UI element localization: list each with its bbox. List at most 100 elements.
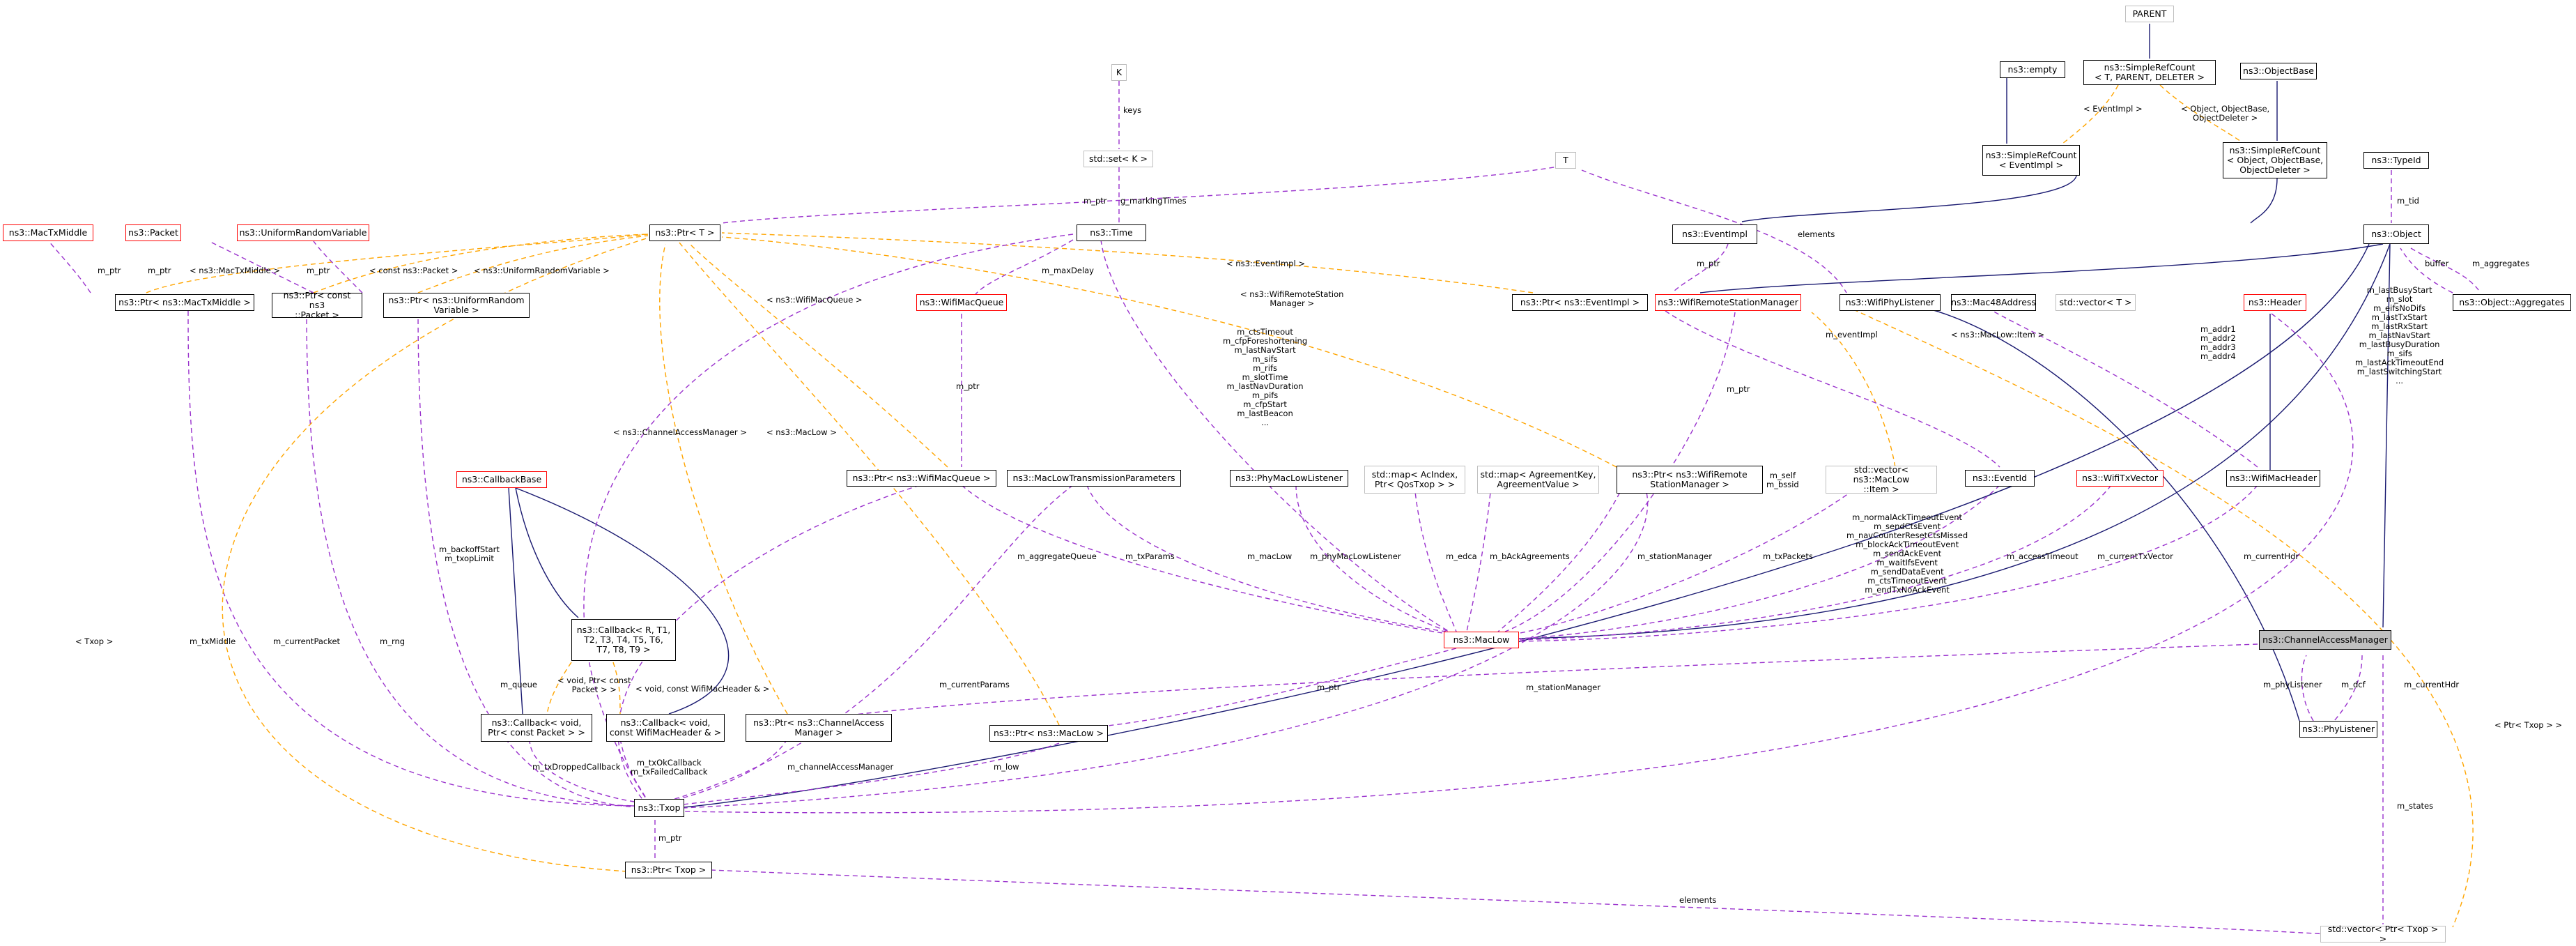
node-map-agreementkey[interactable]: std::map< AgreementKey, AgreementValue > [1477, 466, 1599, 494]
label-cam-time-members: m_lastBusyStart m_slot m_eifsNoDifs m_la… [2355, 285, 2444, 386]
node-eventid[interactable]: ns3::EventId [1965, 470, 2035, 487]
label-m-tid: m_tid [2397, 196, 2419, 206]
edge-ptr-txop-to-ptr-t [222, 236, 651, 872]
node-wifimacqueue[interactable]: ns3::WifiMacQueue [916, 294, 1007, 311]
edge-ptr-mactxmiddle-to-ptr-t [146, 234, 649, 293]
node-ptr-packet[interactable]: ns3::Ptr< const ns3 ::Packet > [272, 291, 362, 320]
edge-packet-to-ptr [208, 241, 314, 293]
edge-simpleref-object-to-object [2250, 178, 2278, 224]
node-header[interactable]: ns3::Header [2244, 294, 2306, 311]
label-addr-members: m_addr1 m_addr2 m_addr3 m_addr4 [2200, 324, 2236, 361]
edge-t-to-ptr-t [721, 165, 1563, 224]
node-k[interactable]: K [1111, 64, 1127, 81]
node-callback-void-header[interactable]: ns3::Callback< void, const WifiMacHeader… [606, 714, 725, 742]
node-mactxmiddle[interactable]: ns3::MacTxMiddle [3, 224, 93, 241]
label-g-markingtimes: g_markingTimes [1120, 196, 1187, 206]
edge-stdvector-item-to-maclow [1511, 485, 1861, 635]
node-ptr-maclow[interactable]: ns3::Ptr< ns3::MacLow > [989, 725, 1108, 742]
edge-eventimpl-to-ptr-eventimpl [1672, 243, 1729, 293]
node-object-aggregates[interactable]: ns3::Object::Aggregates [2453, 294, 2571, 311]
node-parent[interactable]: PARENT [2125, 6, 2174, 22]
label-cb-packet-template: < void, Ptr< const Packet > > [557, 676, 631, 694]
node-simplerefcount-eventimpl[interactable]: ns3::SimpleRefCount < EventImpl > [1982, 145, 2080, 176]
node-empty[interactable]: ns3::empty [2000, 61, 2065, 78]
node-object[interactable]: ns3::Object [2363, 224, 2429, 244]
edge-wifimacheader-to-maclow [1518, 485, 2258, 642]
edge-stdvector-t-to-stdvector-ptrtxop [1853, 309, 2474, 928]
edge-ptr-packet-to-ptr-t [313, 234, 649, 293]
label-txop-template: < Txop > [75, 636, 114, 646]
node-simplerefcount[interactable]: ns3::SimpleRefCount < T, PARENT, DELETER… [2083, 60, 2216, 85]
node-callbackbase[interactable]: ns3::CallbackBase [456, 471, 547, 488]
label-m-queue: m_queue [500, 680, 537, 689]
node-simplerefcount-object[interactable]: ns3::SimpleRefCount < Object, ObjectBase… [2223, 142, 2327, 178]
node-wifitxvector[interactable]: ns3::WifiTxVector [2076, 470, 2164, 487]
label-m-currentparams: m_currentParams [939, 680, 1010, 689]
edge-ptr-cam-to-txop [668, 738, 788, 802]
node-maclowtransmissionparameters[interactable]: ns3::MacLowTransmissionParameters [1007, 470, 1181, 487]
label-cam-template: < ns3::ChannelAccessManager > [613, 427, 747, 437]
node-ptr-txop[interactable]: ns3::Ptr< Txop > [625, 862, 712, 878]
node-wifimacheader[interactable]: ns3::WifiMacHeader [2226, 470, 2320, 487]
node-eventimpl[interactable]: ns3::EventImpl [1672, 224, 1757, 244]
label-m-low: m_low [994, 762, 1019, 772]
node-wifiphylistener[interactable]: ns3::WifiPhyListener [1840, 294, 1941, 311]
node-ptr-mactxmiddle[interactable]: ns3::Ptr< ns3::MacTxMiddle > [115, 294, 254, 311]
label-m-states: m_states [2397, 801, 2434, 811]
edge-cam-to-phylistener [2334, 655, 2363, 722]
node-ptr-eventimpl[interactable]: ns3::Ptr< ns3::EventImpl > [1512, 294, 1648, 311]
node-packet[interactable]: ns3::Packet [125, 224, 181, 241]
label-m-currenthdr-maclow: m_currentHdr [2244, 551, 2299, 561]
edge-callbackbase-to-callback-rt [515, 487, 579, 618]
node-typeid[interactable]: ns3::TypeId [2363, 152, 2429, 169]
node-txop[interactable]: ns3::Txop [634, 799, 684, 817]
node-ptr-wifiremotestationmanager[interactable]: ns3::Ptr< ns3::WifiRemote StationManager… [1617, 466, 1763, 494]
edge-cam-to-ptr-cam [835, 643, 2258, 717]
edge-ptr-cam-to-ptr-t [659, 243, 788, 715]
node-std-vector-ptr-txop[interactable]: std::vector< Ptr< Txop > > [2320, 924, 2446, 944]
label-rv-template: < ns3::UniformRandomVariable > [474, 266, 610, 275]
node-phymaclowlistener[interactable]: ns3::PhyMacLowListener [1230, 470, 1348, 487]
node-map-acindex[interactable]: std::map< AcIndex, Ptr< QosTxop > > [1364, 466, 1465, 494]
edge-wifiphylistener-to-phylistener [1895, 302, 2300, 722]
edge-t-to-stdvector-t [1581, 169, 1847, 293]
node-callback-void-packet[interactable]: ns3::Callback< void, Ptr< const Packet >… [481, 714, 592, 742]
node-ptr-wifimacqueue[interactable]: ns3::Ptr< ns3::WifiMacQueue > [847, 470, 996, 487]
label-cb-header-template: < void, const WifiMacHeader & > [635, 684, 770, 694]
label-m-txpackets: m_txPackets [1763, 551, 1813, 561]
edge-maclow-to-ptr-maclow [1100, 648, 1457, 727]
node-mac48address[interactable]: ns3::Mac48Address [1951, 294, 2036, 311]
node-std-vector-t[interactable]: std::vector< T > [2056, 294, 2136, 311]
node-std-vector-item[interactable]: std::vector< ns3::MacLow ::Item > [1826, 465, 1937, 494]
edge-wifimacheader-to-txop [682, 313, 2354, 814]
node-channelaccessmanager[interactable]: ns3::ChannelAccessManager [2259, 630, 2391, 650]
label-m-stationmanager-txop: m_stationManager [1526, 682, 1601, 692]
label-buffer: buffer [2425, 259, 2449, 268]
label-m-ptr-txop: m_ptr [658, 833, 682, 843]
label-m-ptr-packet: m_ptr [148, 266, 171, 275]
node-ptr-t[interactable]: ns3::Ptr< T > [649, 224, 720, 241]
label-m-currenthdr-txop: m_currentHdr [2404, 680, 2460, 689]
edge-ptr-wrsm-to-ptr-t [721, 236, 1617, 468]
edge-time-to-maclow [1100, 239, 1450, 632]
label-item-template: < ns3::MacLow::Item > [1951, 330, 2045, 340]
node-wifiremotestationmanager[interactable]: ns3::WifiRemoteStationManager [1655, 294, 1801, 311]
node-t[interactable]: T [1555, 152, 1576, 169]
edge-ptr-wmq-to-ptr-t [689, 243, 948, 468]
node-maclow[interactable]: ns3::MacLow [1444, 632, 1519, 648]
node-ptr-uniformrandomvariable[interactable]: ns3::Ptr< ns3::UniformRandom Variable > [383, 293, 530, 318]
edge-simpleref-to-simpleref-event [2062, 84, 2119, 144]
label-m-txdroppedcallback: m_txDroppedCallback [532, 762, 621, 772]
node-uniformrandomvariable[interactable]: ns3::UniformRandomVariable [237, 224, 369, 241]
node-callback-r-t1[interactable]: ns3::Callback< R, T1, T2, T3, T4, T5, T6… [571, 619, 676, 661]
edge-object-to-maclow [1518, 243, 2391, 639]
node-time[interactable]: ns3::Time [1077, 224, 1146, 241]
node-phylistener[interactable]: ns3::PhyListener [2299, 721, 2377, 738]
node-objectbase[interactable]: ns3::ObjectBase [2240, 63, 2317, 79]
node-std-set[interactable]: std::set< K > [1083, 151, 1153, 167]
edge-ptr-maclow-to-txop [682, 742, 1060, 805]
edge-mac48-to-wifimacheader [1992, 310, 2258, 468]
node-ptr-channelaccessmanager[interactable]: ns3::Ptr< ns3::ChannelAccess Manager > [746, 714, 892, 742]
label-m-backagreements: m_bAckAgreements [1490, 551, 1570, 561]
edge-map-agree-to-maclow [1466, 485, 1492, 632]
